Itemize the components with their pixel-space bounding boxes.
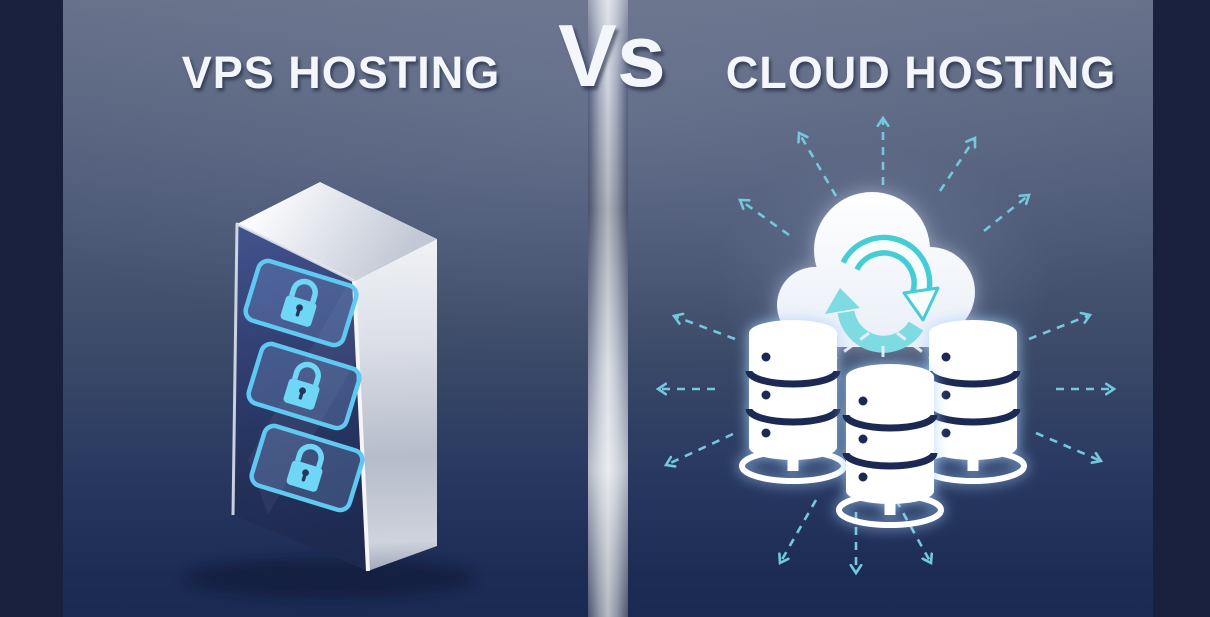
tower-shadow xyxy=(185,558,475,598)
dashed-arrow xyxy=(778,499,818,566)
lock-slot xyxy=(243,258,359,348)
dashed-arrow xyxy=(983,193,1031,233)
database-icon xyxy=(742,320,844,481)
server-tower-icon xyxy=(185,182,475,598)
cloud-hosting-illustration xyxy=(655,115,1117,576)
divider-bar xyxy=(588,0,628,617)
cloud-title: CLOUD HOSTING xyxy=(725,47,1117,98)
tower-top-face xyxy=(237,182,437,281)
tower-side-face xyxy=(354,239,437,571)
dashed-arrow xyxy=(797,130,838,197)
sync-refresh-icon xyxy=(825,234,940,353)
tower-edge-highlight xyxy=(231,222,355,516)
lock-slot xyxy=(246,341,362,431)
dashed-arrow xyxy=(1028,311,1093,341)
tower-corner-highlight xyxy=(352,280,370,572)
database-icon xyxy=(839,364,941,525)
dashed-arrow xyxy=(938,136,977,192)
dashed-arrow xyxy=(671,312,736,341)
vps-title: VPS HOSTING xyxy=(181,47,501,98)
database-icon xyxy=(922,320,1024,481)
dashed-arrow xyxy=(738,198,790,237)
dashed-arrow-group xyxy=(655,115,1117,576)
dashed-arrow xyxy=(1035,431,1104,464)
dashed-arrow xyxy=(663,432,734,468)
vs-label: Vs xyxy=(558,6,666,105)
dashed-arrow xyxy=(894,499,934,566)
lock-slot xyxy=(249,423,365,513)
